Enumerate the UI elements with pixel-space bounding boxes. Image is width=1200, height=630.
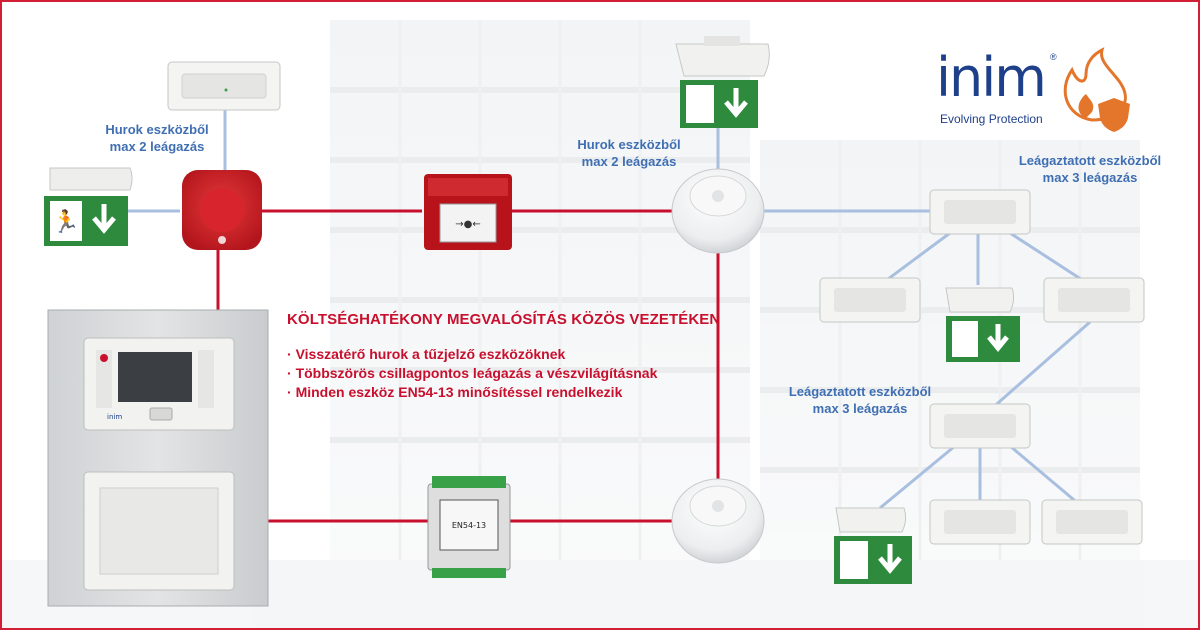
siren-sounder <box>182 170 262 250</box>
module-text: EN54-13 <box>452 521 486 530</box>
flame-shield-icon <box>1063 47 1130 132</box>
loop-branch-label-center: Hurok eszközből max 2 leágazás <box>577 137 681 169</box>
branch-label-mid-right: Leágaztatott eszközből max 3 leágazás <box>788 384 932 416</box>
exit-sign <box>675 36 770 128</box>
branch-wiring <box>125 110 1091 510</box>
feature-list: Visszatérő hurok a tűzjelző eszközöknek … <box>287 345 658 402</box>
emergency-light <box>929 499 1031 545</box>
feature-item: Többszörös csillagpontos leágazás a vész… <box>287 364 658 383</box>
emergency-light <box>929 403 1031 449</box>
emergency-light <box>819 277 921 323</box>
feature-item: Visszatérő hurok a tűzjelző eszközöknek <box>287 345 657 364</box>
svg-text:→●←: →●← <box>455 219 480 230</box>
feature-item: Minden eszköz EN54-13 minősítéssel rende… <box>287 383 657 402</box>
headline: KÖLTSÉGHATÉKONY MEGVALÓSÍTÁS KÖZÖS VEZET… <box>287 311 721 328</box>
registered-mark: ® <box>1050 52 1057 62</box>
brand-logo: inim ® Evolving Protection <box>934 42 1154 132</box>
fire-control-panel <box>47 309 269 607</box>
loop-branch-label-left: Hurok eszközből max 2 leágazás <box>105 122 209 154</box>
manual-call-point: →●← <box>424 174 512 250</box>
smoke-detector <box>671 168 765 254</box>
branch-label-top-right: Leágaztatott eszközből max 3 leágazás <box>1018 153 1162 185</box>
emergency-light <box>1041 499 1143 545</box>
exit-sign <box>945 287 1020 362</box>
exit-sign: 🏃 <box>44 167 133 246</box>
logo-tagline: Evolving Protection <box>940 112 1043 126</box>
logo-wordmark: inim <box>936 46 1047 109</box>
branch-module <box>427 476 511 578</box>
emergency-light <box>167 61 281 111</box>
panel-brand-text: inim <box>107 413 122 421</box>
exit-sign <box>834 507 912 584</box>
smoke-detector <box>671 478 765 564</box>
svg-text:🏃: 🏃 <box>52 209 79 235</box>
emergency-light <box>929 189 1031 235</box>
emergency-light <box>1043 277 1145 323</box>
